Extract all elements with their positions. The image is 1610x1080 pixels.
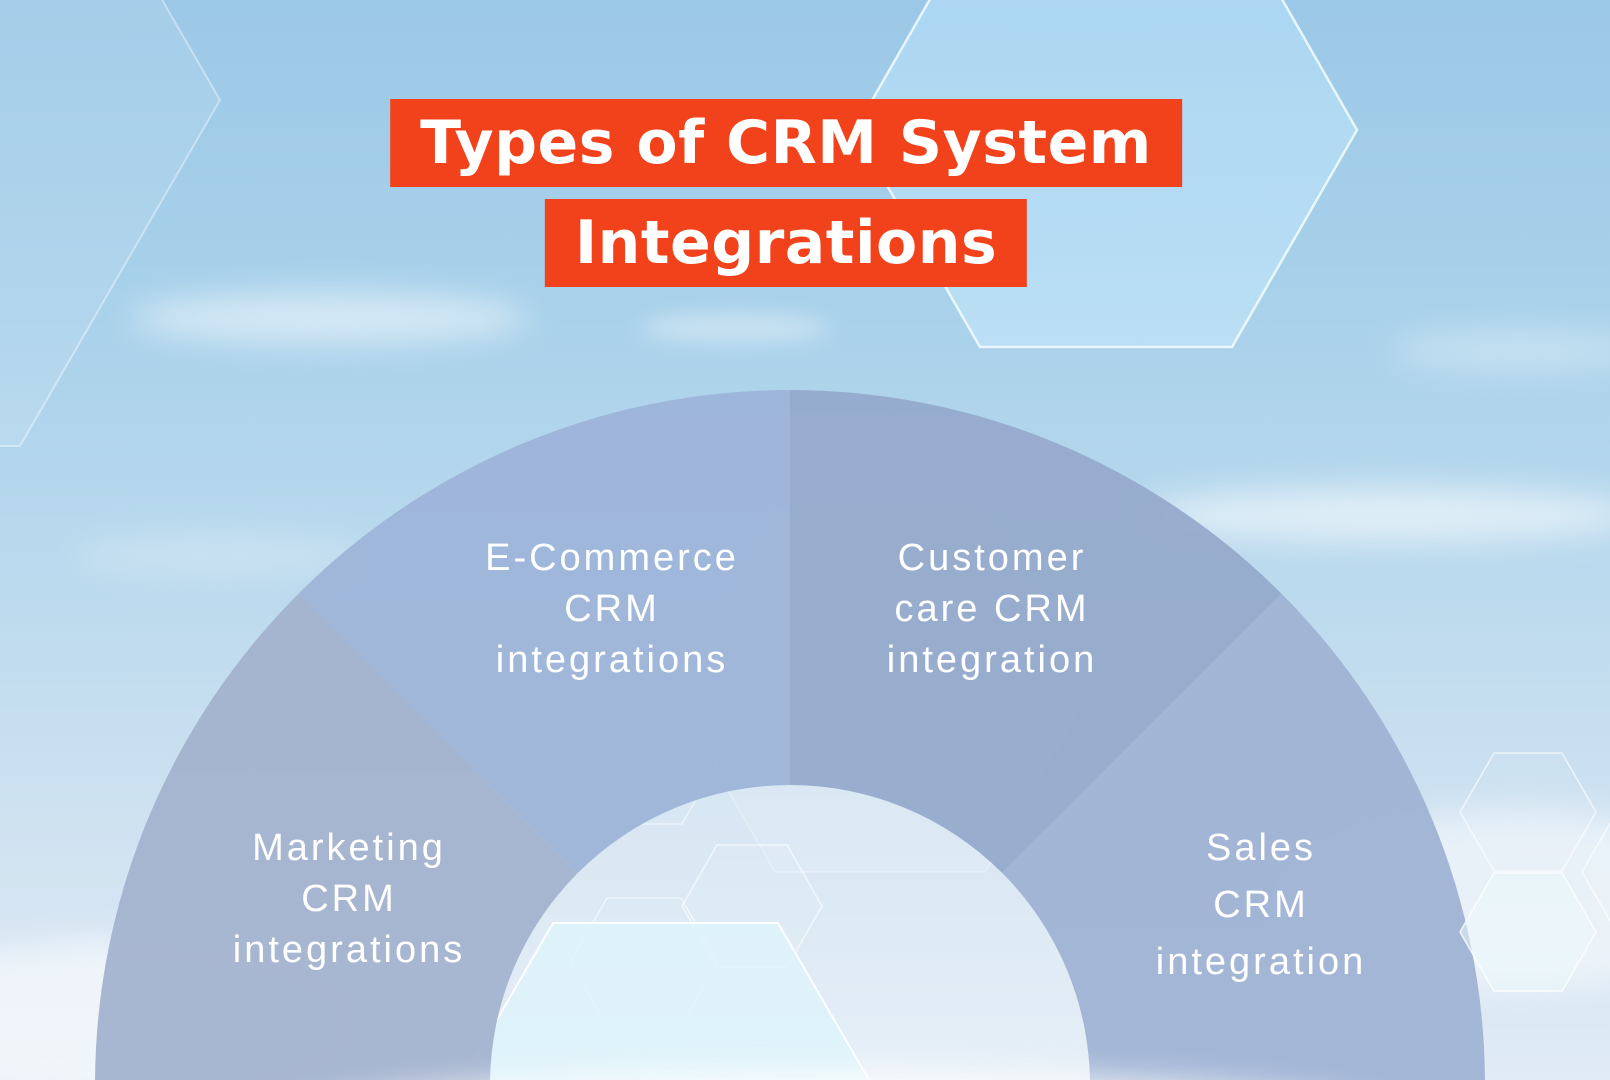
segment-label-line: Marketing	[252, 827, 446, 869]
segment-label-line: Customer	[897, 537, 1087, 579]
page-title-line-2: Integrations	[544, 199, 1028, 287]
segment-label-line: integration	[1155, 941, 1367, 983]
segment-label-line: CRM	[564, 588, 660, 630]
segment-ecommerce	[298, 390, 790, 873]
donut-segments	[95, 390, 1485, 1080]
hexagon-outline-right	[1459, 872, 1597, 992]
cloud	[640, 312, 830, 344]
cloud	[70, 535, 370, 575]
segment-label-line: CRM	[1213, 884, 1309, 926]
segment-label-line: integrations	[495, 639, 729, 681]
segment-label-line: Sales	[1205, 827, 1317, 869]
segment-label-line: care CRM	[894, 588, 1090, 630]
hexagon-decor-top-left	[0, 0, 222, 447]
hexagon-outlines-right	[1459, 752, 1610, 992]
hexagon-cyan-bottom	[460, 922, 871, 1080]
bottom-haze	[546, 1072, 1134, 1080]
segment-label-ecommerce: E-Commerce CRM integrations	[452, 533, 772, 686]
segment-sales	[1002, 593, 1485, 1080]
segment-label-marketing: Marketing CRM integrations	[189, 823, 509, 976]
segment-label-line: integration	[886, 639, 1098, 681]
segment-label-line: E-Commerce	[485, 537, 739, 579]
hexagon-outline-right	[1459, 752, 1597, 872]
segment-label-line: integrations	[232, 929, 466, 971]
segment-label-line: CRM	[301, 878, 397, 920]
segment-marketing	[95, 593, 578, 1080]
segment-customer_care	[790, 390, 1282, 873]
cloud	[1140, 487, 1610, 543]
segment-label-sales: Sales CRM integration	[1101, 820, 1421, 991]
cloud	[130, 292, 530, 344]
cloud	[1390, 328, 1610, 372]
page-title-line-1: Types of CRM System	[390, 99, 1182, 187]
segment-label-customer-care: Customer care CRM integration	[832, 533, 1152, 686]
hexagon-outline-right	[1581, 821, 1610, 923]
